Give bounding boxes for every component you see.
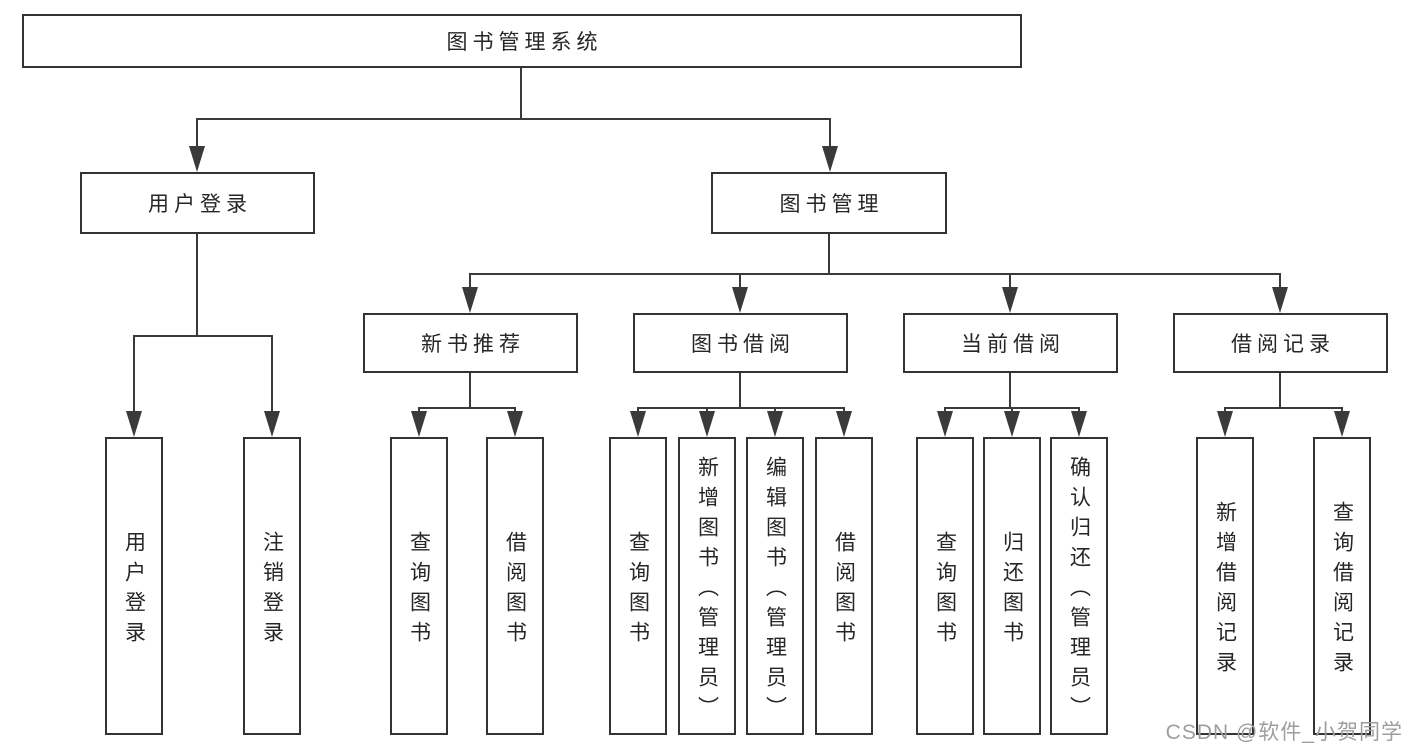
node-label: 注销登录	[260, 530, 284, 651]
connector-current-borrow-stem	[1009, 373, 1011, 407]
arrow-to-edit-books	[767, 411, 783, 437]
node-label: 查询借阅记录	[1330, 500, 1354, 681]
node-label: 新增图书（管理员）	[695, 455, 719, 726]
node-label: 图书管理	[779, 193, 884, 216]
node-label: 编辑图书（管理员）	[763, 455, 787, 726]
connector-to-book-management-line	[829, 118, 831, 152]
arrow-to-add-record	[1217, 411, 1233, 437]
node-label: 查询图书	[933, 530, 957, 651]
leaf-query-books-recommend: 查询图书	[390, 437, 448, 735]
leaf-return-books: 归还图书	[983, 437, 1041, 735]
node-label: 查询图书	[407, 530, 431, 651]
connector-user-login-stem	[196, 234, 198, 335]
connector-book-borrow-stem	[739, 373, 741, 407]
connector-to-current-borrow-line	[1009, 273, 1011, 295]
node-label: 当前借阅	[961, 333, 1065, 356]
arrow-to-new-book	[462, 287, 478, 313]
leaf-user-login: 用户登录	[105, 437, 163, 735]
leaf-query-books-borrow: 查询图书	[609, 437, 667, 735]
node-book-management: 图书管理	[711, 172, 947, 234]
node-label: 图书管理系统	[446, 31, 603, 54]
arrow-to-query-record	[1334, 411, 1350, 437]
node-borrowing-records: 借阅记录	[1173, 313, 1388, 373]
node-label: 归还图书	[1000, 530, 1024, 651]
connector-to-borrow-records-line	[1279, 273, 1281, 295]
arrow-to-query2	[630, 411, 646, 437]
connector-new-book-stem	[469, 373, 471, 407]
arrow-to-return-books	[1004, 411, 1020, 437]
leaf-borrow-books: 借阅图书	[815, 437, 873, 735]
connector-to-new-book-line	[469, 273, 471, 295]
arrow-to-leaf-user-login	[126, 411, 142, 437]
node-label: 用户登录	[148, 193, 252, 216]
node-label: 查询图书	[626, 530, 650, 651]
connector-book-management-hbar	[469, 273, 1281, 275]
arrow-to-user-login	[189, 146, 205, 172]
leaf-confirm-return-admin: 确认归还（管理员）	[1050, 437, 1108, 735]
connector-book-borrow-hbar	[637, 407, 845, 409]
csdn-watermark: CSDN @软件_小贺同学	[1165, 721, 1403, 744]
arrow-to-confirm-return	[1071, 411, 1087, 437]
node-label: 借阅图书	[503, 530, 527, 651]
connector-to-leaf-logout-line	[271, 335, 273, 417]
leaf-add-books-admin: 新增图书（管理员）	[678, 437, 736, 735]
connector-book-management-stem	[828, 234, 830, 273]
connector-root-stem	[520, 68, 522, 118]
arrow-to-current-borrow	[1002, 287, 1018, 313]
leaf-query-books-current: 查询图书	[916, 437, 974, 735]
node-label: 确认归还（管理员）	[1067, 455, 1091, 726]
arrow-to-query1	[411, 411, 427, 437]
arrow-to-query3	[937, 411, 953, 437]
arrow-to-leaf-logout	[264, 411, 280, 437]
connector-borrow-records-hbar	[1224, 407, 1342, 409]
node-current-borrowing: 当前借阅	[903, 313, 1118, 373]
arrow-to-borrow-records	[1272, 287, 1288, 313]
leaf-add-borrow-record: 新增借阅记录	[1196, 437, 1254, 735]
arrow-to-borrow2	[836, 411, 852, 437]
arrow-to-add-books	[699, 411, 715, 437]
node-label: 新增借阅记录	[1213, 500, 1237, 681]
connector-to-book-borrow-line	[739, 273, 741, 295]
connector-root-hbar	[197, 118, 831, 120]
leaf-logout: 注销登录	[243, 437, 301, 735]
connector-user-login-hbar	[133, 335, 273, 337]
node-user-login: 用户登录	[80, 172, 315, 234]
arrow-to-borrow1	[507, 411, 523, 437]
node-book-borrowing: 图书借阅	[633, 313, 848, 373]
arrow-to-book-borrow	[732, 287, 748, 313]
leaf-edit-books-admin: 编辑图书（管理员）	[746, 437, 804, 735]
connector-to-user-login-line	[196, 118, 198, 152]
connector-new-book-hbar	[418, 407, 516, 409]
leaf-query-borrow-record: 查询借阅记录	[1313, 437, 1371, 735]
node-library-management-system: 图书管理系统	[22, 14, 1022, 68]
leaf-borrow-books-recommend: 借阅图书	[486, 437, 544, 735]
connector-to-leaf-user-login-line	[133, 335, 135, 417]
node-label: 新书推荐	[421, 333, 525, 356]
connector-borrow-records-stem	[1279, 373, 1281, 407]
node-label: 借阅记录	[1231, 333, 1335, 356]
node-label: 图书借阅	[691, 333, 795, 356]
node-label: 用户登录	[122, 530, 146, 651]
node-new-book-recommend: 新书推荐	[363, 313, 578, 373]
node-label: 借阅图书	[832, 530, 856, 651]
arrow-to-book-management	[822, 146, 838, 172]
